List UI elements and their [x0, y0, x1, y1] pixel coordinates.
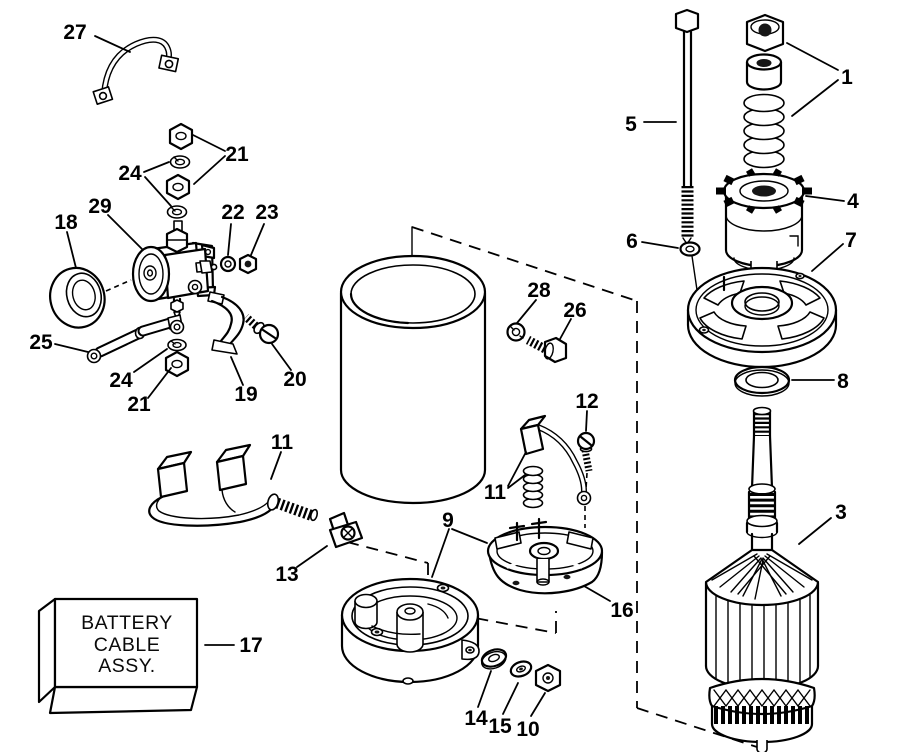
callout-20: 20 — [283, 368, 306, 391]
callout-7: 7 — [845, 229, 857, 252]
callout-leader-lines — [54, 35, 845, 717]
battery-cable-box: BATTERY CABLE ASSY. — [37, 597, 199, 715]
callout-15: 15 — [488, 715, 512, 738]
brush-spring-11b — [522, 465, 544, 509]
screw-20 — [243, 314, 280, 345]
callout-21a: 21 — [225, 143, 249, 166]
callout-26: 26 — [563, 299, 586, 322]
callout-17: 17 — [239, 634, 262, 657]
battery-box-line3: ASSY. — [98, 655, 155, 677]
brush-11b — [519, 414, 592, 506]
callout-13: 13 — [275, 563, 298, 586]
washer-22 — [219, 255, 237, 273]
callout-11b: 11 — [484, 481, 507, 504]
nut-23 — [238, 253, 258, 275]
nut-10 — [534, 663, 562, 693]
nut-21b — [164, 350, 190, 378]
callout-18: 18 — [54, 211, 78, 234]
callout-21b: 21 — [127, 393, 151, 416]
callout-6: 6 — [626, 230, 638, 253]
callout-8: 8 — [837, 370, 849, 393]
callout-29: 29 — [88, 195, 111, 218]
lock-washer-24b — [167, 338, 187, 352]
terminal-nut-stack-21-24 — [165, 122, 194, 233]
callout-9: 9 — [442, 509, 454, 532]
boot-18 — [49, 266, 106, 329]
callout-12: 12 — [575, 390, 598, 413]
callout-23: 23 — [255, 201, 278, 224]
callout-28: 28 — [527, 279, 551, 302]
washer-15 — [509, 660, 533, 678]
callout-11a: 11 — [271, 431, 294, 454]
screw-12 — [576, 431, 596, 472]
battery-box-line2: CABLE — [94, 634, 160, 656]
end-cap-9 — [340, 577, 480, 685]
callout-25: 25 — [29, 331, 53, 354]
drive-assembly-4 — [716, 168, 812, 275]
bolt-26 — [525, 336, 568, 364]
callout-10: 10 — [516, 718, 539, 741]
battery-box-line1: BATTERY — [81, 612, 173, 634]
nut-bushing-spring-1 — [743, 13, 785, 169]
callout-3: 3 — [835, 501, 847, 524]
brush-set-11a — [148, 443, 319, 527]
brush-plate-16 — [486, 517, 604, 595]
callout-24b: 24 — [109, 369, 133, 392]
starter-frame-cylinder — [339, 254, 487, 505]
callout-22: 22 — [221, 201, 244, 224]
washer-14 — [480, 648, 508, 670]
callout-5: 5 — [625, 113, 637, 136]
callout-1: 1 — [841, 66, 853, 89]
thrust-washer-8 — [733, 365, 791, 397]
jumper-lead-27 — [92, 36, 180, 105]
callout-4: 4 — [847, 190, 859, 213]
callout-24a: 24 — [118, 162, 142, 185]
armature-3 — [704, 406, 820, 752]
callout-19: 19 — [234, 383, 257, 406]
link-rod-25 — [86, 314, 185, 364]
pinion-stop-7 — [686, 266, 838, 369]
callout-16: 16 — [610, 599, 633, 622]
through-bolt-5 — [674, 8, 700, 246]
bracket-13 — [328, 511, 364, 549]
lever-strap-19 — [207, 291, 245, 355]
callout-27: 27 — [63, 21, 86, 44]
solenoid-29 — [131, 227, 218, 321]
callout-14: 14 — [464, 707, 488, 730]
lock-washer-28 — [506, 322, 526, 342]
callout-labels: 27 21 24 29 18 22 23 25 24 21 19 20 11 1… — [29, 21, 859, 741]
